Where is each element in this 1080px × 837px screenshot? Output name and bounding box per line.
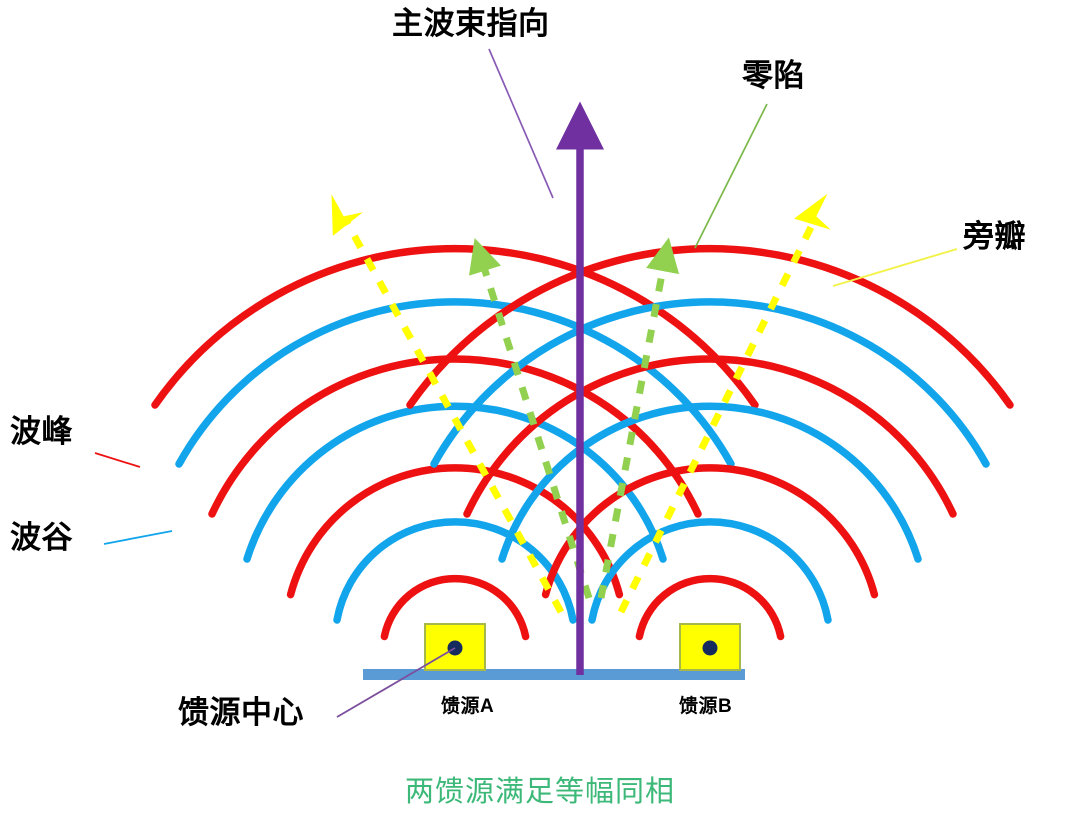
leader-line-trough xyxy=(103,530,173,545)
label-feed-a: 馈源A xyxy=(441,696,495,717)
diagram-caption: 两馈源满足等幅同相 xyxy=(404,776,675,808)
crest-arc-a2 xyxy=(286,464,624,599)
ground-bar xyxy=(363,669,745,680)
crest-arc-b3 xyxy=(463,355,957,518)
label-sidelobe: 旁瓣 xyxy=(963,219,1026,254)
label-null: 零陷 xyxy=(742,58,805,93)
trough-arc-b2 xyxy=(498,402,922,563)
trough-arc-a1 xyxy=(333,518,577,624)
crest-arc-a1 xyxy=(380,574,530,641)
leader-line-main-beam xyxy=(488,48,554,199)
feed-source-b[interactable] xyxy=(679,623,741,671)
label-crest: 波峰 xyxy=(10,414,73,449)
wave-arcs-feed-a xyxy=(151,244,759,641)
leader-line-crest xyxy=(94,452,141,468)
label-feed-b: 馈源B xyxy=(679,696,733,717)
sidelobe-arrows xyxy=(331,193,831,614)
label-feed-center: 馈源中心 xyxy=(178,695,304,730)
null-arrows xyxy=(469,237,680,600)
trough-arc-a3 xyxy=(175,298,735,468)
leader-line-sidelobe xyxy=(832,248,958,287)
leader-line-feed-center xyxy=(336,647,456,718)
null-arrow-right xyxy=(597,237,680,599)
crest-arc-a3 xyxy=(208,355,702,518)
crest-arc-b2 xyxy=(541,464,879,599)
feed-source-a[interactable] xyxy=(424,623,486,671)
sidelobe-arrow-right xyxy=(617,193,831,614)
trough-arc-b1 xyxy=(588,518,832,624)
crest-arc-b1 xyxy=(635,574,785,641)
crest-arc-a4 xyxy=(151,244,759,409)
leader-line-null xyxy=(694,103,768,249)
feed-b-dot xyxy=(702,640,718,656)
label-trough: 波谷 xyxy=(10,520,73,555)
sidelobe-arrow-left xyxy=(331,194,565,614)
label-main-beam: 主波束指向 xyxy=(392,6,550,41)
crest-arc-b4 xyxy=(406,244,1014,409)
wave-arcs-feed-b xyxy=(406,244,1014,641)
trough-arc-b3 xyxy=(430,298,990,468)
null-arrow-left xyxy=(469,237,593,600)
